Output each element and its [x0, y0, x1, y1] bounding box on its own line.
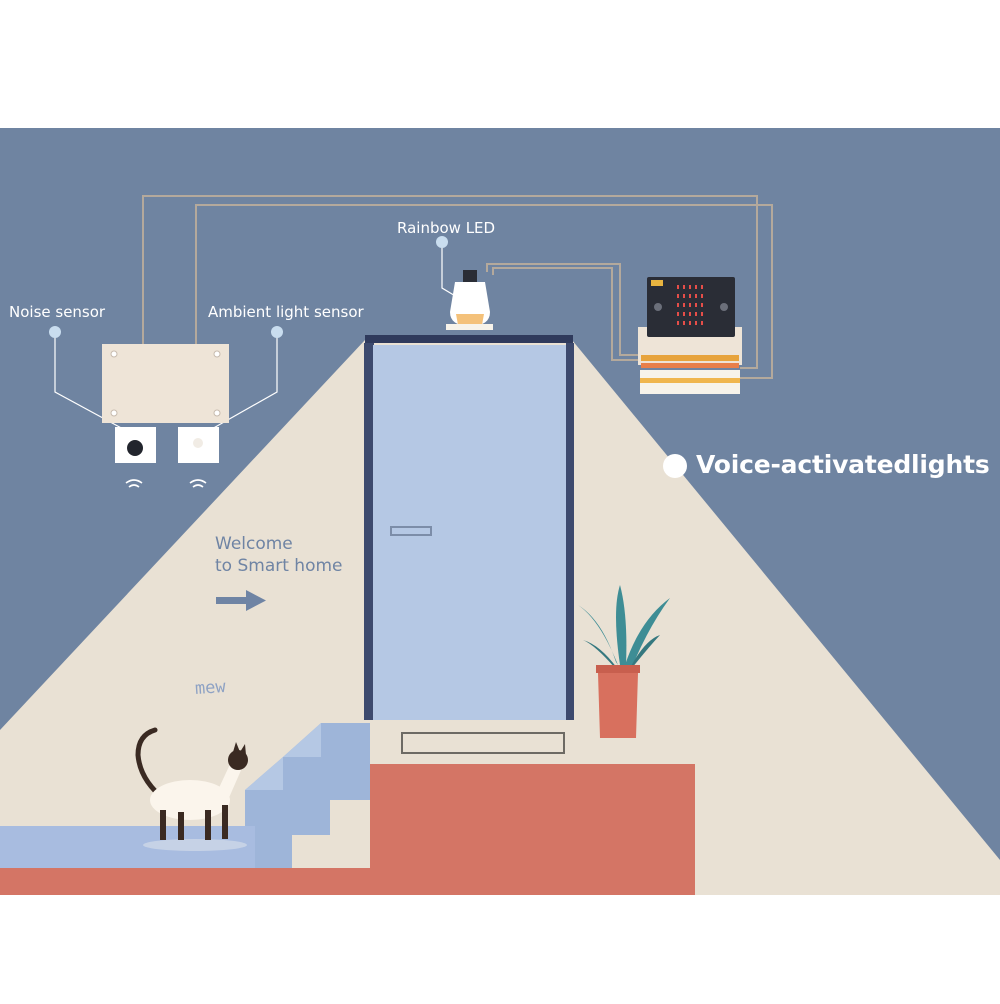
microbit-led — [689, 321, 691, 325]
noise-sensor-pointer-dot — [49, 326, 61, 338]
microbit-led — [695, 294, 697, 298]
microbit-led — [683, 303, 685, 307]
ground-floor — [0, 868, 695, 895]
voice-activated-lights-label: Voice-activatedlights — [696, 450, 990, 479]
microbit-led — [701, 312, 703, 316]
wiring — [142, 195, 773, 379]
led-pointer-dot — [436, 236, 448, 248]
microbit-led — [683, 294, 685, 298]
microbit-led — [677, 312, 679, 316]
doormat — [401, 732, 565, 754]
microbit-led — [701, 303, 703, 307]
welcome-line-1: Welcome — [215, 534, 293, 554]
microbit-led — [695, 312, 697, 316]
microbit-led — [689, 303, 691, 307]
microbit-led — [689, 312, 691, 316]
ambient-light-sensor-label: Ambient light sensor — [208, 303, 364, 321]
microbit-board-icon — [638, 277, 742, 394]
sensor-board — [102, 344, 229, 423]
voice-activated-dot — [663, 454, 687, 478]
microbit-led — [683, 312, 685, 316]
door — [364, 335, 574, 720]
microbit-led — [677, 321, 679, 325]
microbit-led — [677, 285, 679, 289]
microbit-led — [683, 321, 685, 325]
door-handle — [390, 526, 432, 536]
plant-icon — [578, 585, 670, 738]
rainbow-led-label: Rainbow LED — [397, 219, 496, 237]
led-bulb-icon — [446, 270, 493, 330]
microbit-led — [701, 294, 703, 298]
ambient-light-sensor-module — [178, 427, 219, 463]
ambient-sensor-pointer-dot — [271, 326, 283, 338]
mew-text: mew — [194, 676, 227, 700]
microbit-led — [701, 321, 703, 325]
microbit-led — [689, 285, 691, 289]
microbit-led — [683, 285, 685, 289]
microbit-led — [701, 285, 703, 289]
cat-icon — [135, 727, 248, 851]
welcome-line-2: to Smart home — [215, 556, 343, 576]
porch-top — [320, 720, 695, 764]
microbit-led — [677, 294, 679, 298]
microbit-led — [695, 321, 697, 325]
microbit-led — [689, 294, 691, 298]
arrow-right-icon — [216, 590, 266, 611]
microbit-led — [695, 285, 697, 289]
microbit-led — [695, 303, 697, 307]
wifi-signal-icon — [125, 479, 207, 488]
microbit-led — [677, 303, 679, 307]
noise-sensor-label: Noise sensor — [9, 303, 106, 321]
noise-sensor-module — [115, 427, 156, 463]
